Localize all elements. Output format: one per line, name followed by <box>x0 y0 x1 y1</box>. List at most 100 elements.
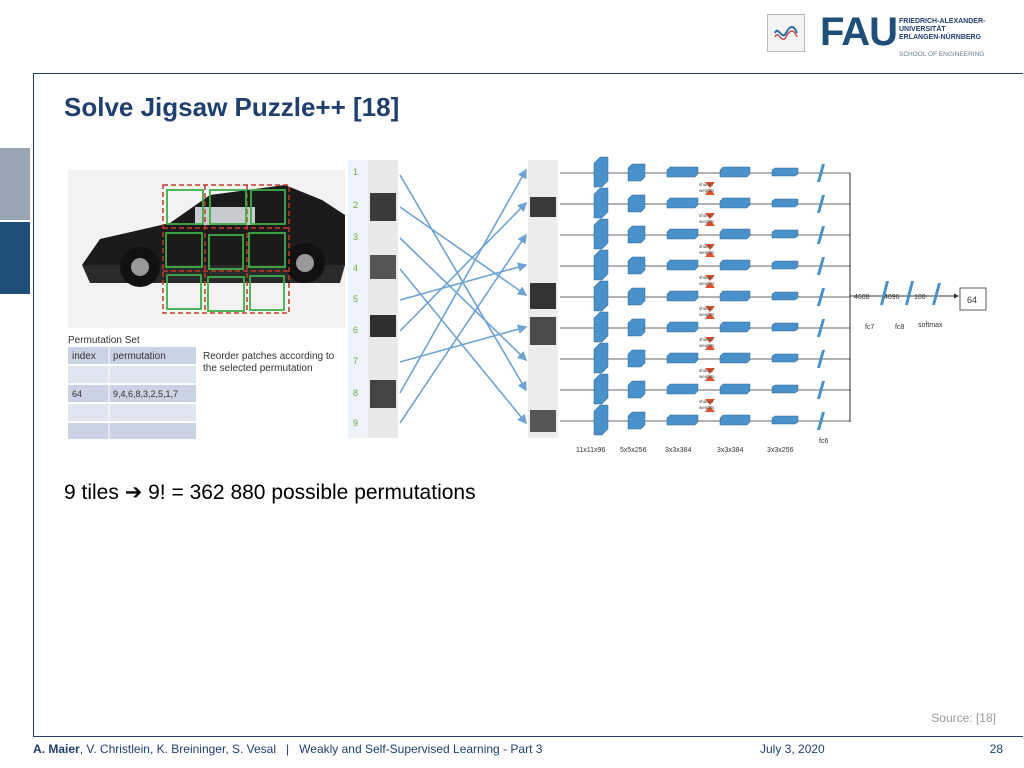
layer-label: 3x3x384 <box>717 447 744 454</box>
conv3-block <box>666 414 699 426</box>
shared-weights-arrow-up <box>705 406 715 412</box>
permutation-arrows <box>399 168 528 425</box>
conv5-block <box>771 198 799 208</box>
side-marker-bottom <box>0 222 30 294</box>
footer-coauthors: , V. Christlein, K. Breininger, S. Vesal <box>79 742 277 756</box>
tile-number: 5 <box>353 294 358 304</box>
page-number: 28 <box>989 742 1003 756</box>
output-label: 64 <box>967 295 977 305</box>
fc8-label: fc8 <box>895 324 904 331</box>
conv4-block <box>719 259 751 271</box>
footer: A. Maier, V. Christlein, K. Breininger, … <box>33 742 1003 756</box>
university-line: FRIEDRICH-ALEXANDER- <box>899 18 986 25</box>
shared-weights-label: weights <box>699 374 715 379</box>
layer-label: 3x3x256 <box>767 447 794 454</box>
fc6-label: fc6 <box>819 438 828 445</box>
footer-author: A. Maier <box>33 742 80 756</box>
conv2-block <box>627 256 646 275</box>
shared-weights-label: shared <box>699 399 713 404</box>
shared-weights-label: weights <box>699 219 715 224</box>
fc6-slash <box>817 412 825 430</box>
tile-number: 9 <box>353 418 358 428</box>
conv1-block <box>593 156 609 188</box>
conv2-block <box>627 287 646 306</box>
conv4-block <box>719 166 751 178</box>
tile-number: 7 <box>353 356 358 366</box>
university-name: FRIEDRICH-ALEXANDER- UNIVERSITÄT ERLANGE… <box>899 18 985 42</box>
fc6-slash <box>817 195 825 213</box>
tile-number: 4 <box>353 263 358 273</box>
shared-weights-label: weights <box>699 405 715 410</box>
tile-number: 3 <box>353 232 358 242</box>
fau-emblem-icon <box>767 14 805 52</box>
conv4-block <box>719 414 751 426</box>
conv5-block <box>771 291 799 301</box>
conv2-block <box>627 411 646 430</box>
dim-label: 4608 <box>854 294 870 301</box>
shared-weights-label: weights <box>699 343 715 348</box>
permutation-table: Permutation Set index permutation 64 9,4… <box>68 335 335 439</box>
side-marker-top <box>0 148 30 220</box>
shared-weights-label: shared <box>699 275 713 280</box>
fau-logo: FAU <box>820 10 898 54</box>
row-permutation-value: 9,4,6,8,3,2,5,1,7 <box>113 389 178 399</box>
shared-weights-label: weights <box>699 250 715 255</box>
shared-weights-label: shared <box>699 337 713 342</box>
source-citation: Source: [18] <box>931 711 996 725</box>
fc6-slash <box>817 226 825 244</box>
shared-weights-label: weights <box>699 188 715 193</box>
conv3-block <box>666 290 699 302</box>
tile-number-column: 1 2 3 4 5 6 7 8 9 <box>348 160 368 438</box>
conv5-block <box>771 167 799 177</box>
col-permutation-header: permutation <box>113 351 166 362</box>
shared-weights-label: shared <box>699 244 713 249</box>
conv4-block <box>719 383 751 395</box>
perm-set-title: Permutation Set <box>68 335 140 346</box>
tile-number: 6 <box>353 325 358 335</box>
fc6-slash <box>817 350 825 368</box>
footer-separator: | <box>286 742 290 756</box>
shared-weights-arrow-down <box>705 244 715 250</box>
conv4-block <box>719 228 751 240</box>
shared-weights-arrow-down <box>705 213 715 219</box>
shared-weights-arrow-down <box>705 368 715 374</box>
conv1-block <box>593 373 609 405</box>
shared-weights-arrow-down <box>705 399 715 405</box>
layer-label: 11x11x96 <box>576 447 605 454</box>
conv4-block <box>719 197 751 209</box>
reorder-note-line: Reorder patches according to <box>203 351 335 362</box>
cnn-branches: sharedweightssharedweightssharedweightss… <box>560 156 850 436</box>
conv1-block <box>593 342 609 374</box>
shared-weights-label: weights <box>699 312 715 317</box>
shared-weights-label: shared <box>699 182 713 187</box>
bullet-text: 9 tiles ➔ 9! = 362 880 possible permutat… <box>64 481 476 504</box>
dim-label: 100 <box>914 294 926 301</box>
slide-title: Solve Jigsaw Puzzle++ [18] <box>64 92 400 122</box>
layer-label: 5x5x256 <box>620 447 647 454</box>
conv4-block <box>719 321 751 333</box>
conv3-block <box>666 259 699 271</box>
conv3-block <box>666 228 699 240</box>
conv4-block <box>719 352 751 364</box>
conv1-block <box>593 218 609 250</box>
classifier-head: 4608 4096 100 fc7 fc8 softmax 64 <box>854 281 987 331</box>
conv1-block <box>593 311 609 343</box>
tile-number: 1 <box>353 167 358 177</box>
fc6-slash <box>817 319 825 337</box>
university-line: UNIVERSITÄT <box>899 26 946 33</box>
fc6-slash <box>817 381 825 399</box>
row-index-value: 64 <box>72 389 82 399</box>
university-line: ERLANGEN-NÜRNBERG <box>899 34 982 41</box>
softmax-label: softmax <box>918 322 943 329</box>
shared-weights-arrow-up <box>705 251 715 257</box>
conv3-block <box>666 321 699 333</box>
input-tiles <box>368 160 398 438</box>
shared-weights-arrow-up <box>705 313 715 319</box>
car-image <box>68 170 345 328</box>
conv5-block <box>771 384 799 394</box>
conv2-block <box>627 318 646 337</box>
dim-label: 4096 <box>884 294 900 301</box>
fc7-label: fc7 <box>865 324 874 331</box>
conv3-block <box>666 197 699 209</box>
shared-weights-label: weights <box>699 281 715 286</box>
